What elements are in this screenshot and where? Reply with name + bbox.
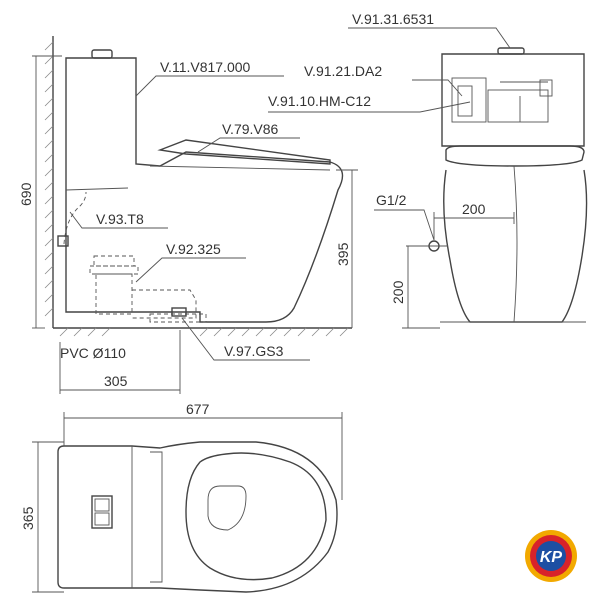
svg-text:677: 677 (186, 401, 210, 417)
front-view: G1/2 200 200 V.91.31.6531 V.91.21.DA2 V.… (268, 11, 588, 329)
dim-total-length: 677 (63, 401, 343, 500)
seat-cover-side (157, 139, 331, 165)
svg-text:200: 200 (390, 280, 406, 304)
label-pvc-pipe: PVC Ø110 (60, 345, 126, 361)
label-flush-valve: V.91.21.DA2 (304, 63, 382, 79)
svg-text:690: 690 (18, 182, 34, 206)
label-tank-cover: V.11.V817.000 (160, 59, 251, 75)
flush-button-front (497, 47, 525, 55)
svg-text:395: 395 (335, 242, 351, 266)
tank-internals (451, 77, 553, 123)
supply-pipe-side (63, 191, 87, 245)
brand-logo: KP (525, 530, 577, 582)
top-view: 677 365 (20, 401, 343, 593)
floor (53, 327, 352, 337)
tank-button-side (91, 49, 113, 59)
toilet-body-side (65, 57, 344, 323)
dim-supply-offset: 200 (433, 201, 515, 240)
seat-lid-front (445, 145, 585, 167)
svg-text:305: 305 (104, 373, 128, 389)
label-supply-thread: G1/2 (376, 192, 407, 208)
svg-text:365: 365 (20, 506, 36, 530)
label-angle-valve: V.93.T8 (96, 211, 144, 227)
flush-button-top (91, 495, 113, 529)
side-view: V.11.V817.000 V.79.V86 V.93.T8 V.92.325 … (18, 36, 358, 394)
label-flush-button: V.91.31.6531 (352, 11, 434, 27)
label-floor-gasket: V.97.GS3 (224, 343, 284, 359)
dim-total-height: 690 (18, 55, 62, 329)
outlet-connector-side (89, 255, 207, 323)
dim-width: 365 (20, 441, 64, 593)
floor-gasket-side (171, 307, 187, 317)
wall (44, 36, 54, 328)
label-outlet-connector: V.92.325 (166, 241, 221, 257)
dim-seat-height: 395 (335, 169, 358, 328)
dim-supply-height: 200 (390, 246, 440, 329)
svg-text:200: 200 (462, 201, 486, 217)
tank-front (441, 53, 585, 147)
dim-rough-in: 305 (59, 330, 181, 394)
seat-ring-top (185, 452, 327, 581)
logo-text: KP (540, 549, 563, 566)
label-seat-cover: V.79.V86 (222, 121, 279, 137)
angle-valve-side (57, 235, 69, 247)
bowl-opening-top (207, 485, 247, 531)
label-fill-valve: V.91.10.HM-C12 (268, 93, 371, 109)
toilet-outline-top (57, 441, 338, 593)
